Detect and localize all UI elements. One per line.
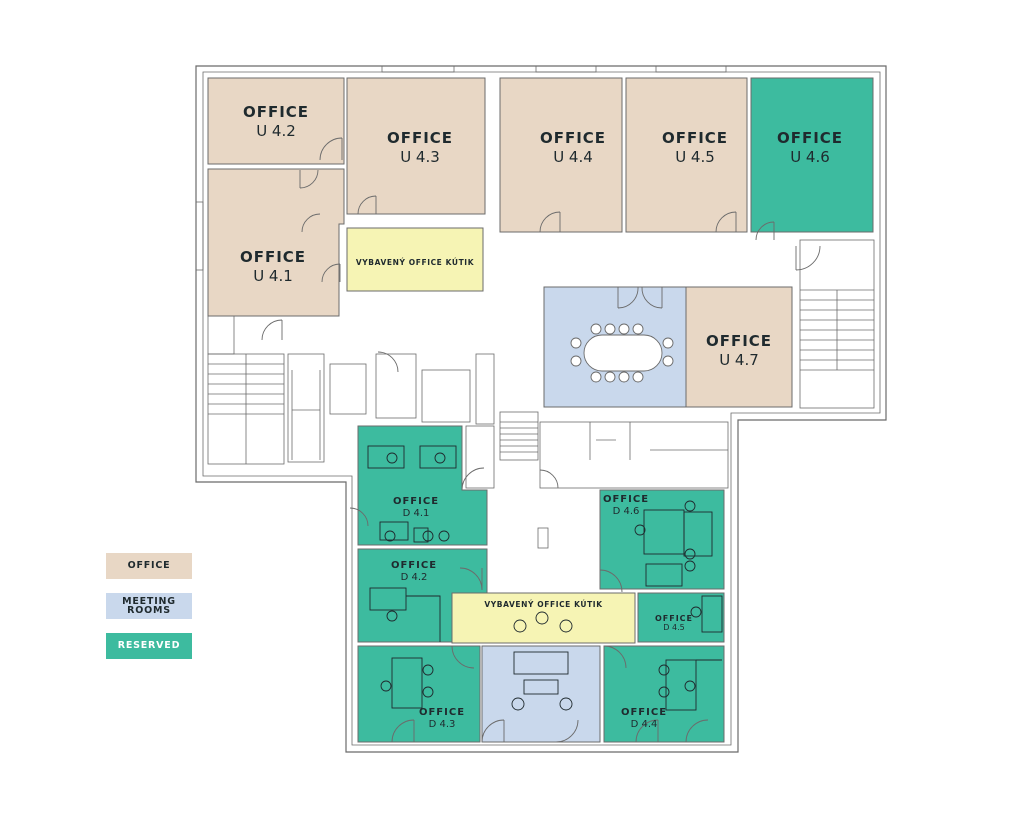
room-code: U 4.7 (719, 350, 759, 369)
label-u44: OFFICE U 4.4 (508, 130, 638, 165)
room-title: OFFICE (239, 248, 307, 266)
legend-office: OFFICE (106, 553, 192, 579)
room-title: OFFICE (661, 129, 729, 147)
legend-meeting-text-2: ROOMS (127, 605, 171, 616)
room-title: OFFICE (242, 103, 310, 121)
room-code: D 4.3 (428, 719, 456, 730)
label-d45: OFFICE D 4.5 (646, 614, 702, 633)
room-title: OFFICE (705, 332, 773, 350)
room-code: U 4.6 (790, 147, 830, 166)
room-title: OFFICE (654, 614, 694, 623)
room-d43 (357, 645, 481, 743)
stairs-right (799, 239, 875, 409)
desks (367, 445, 723, 711)
room-code: U 4.2 (256, 121, 296, 140)
kitchen-upper-label: VYBAVENÝ OFFICE KÚTIK (355, 258, 475, 267)
room-code: U 4.5 (675, 147, 715, 166)
room-code: D 4.2 (400, 572, 428, 583)
conference-table (570, 323, 674, 383)
label-d41: OFFICE D 4.1 (370, 496, 462, 519)
room-title: OFFICE (539, 129, 607, 147)
room-u44 (499, 77, 623, 233)
room-code: D 4.1 (402, 508, 430, 519)
label-u47: OFFICE U 4.7 (686, 333, 792, 368)
room-u42 (207, 77, 345, 165)
room-u46 (750, 77, 874, 233)
label-d42: OFFICE D 4.2 (368, 560, 460, 583)
building-outline (195, 65, 887, 753)
room-title: OFFICE (620, 707, 668, 718)
room-code: D 4.6 (612, 506, 640, 517)
room-d44 (603, 645, 725, 743)
legend-reserved: RESERVED (106, 633, 192, 659)
label-u45: OFFICE U 4.5 (626, 130, 764, 165)
room-code: D 4.4 (630, 719, 658, 730)
label-u43: OFFICE U 4.3 (347, 130, 493, 165)
legend-reserved-text: RESERVED (117, 640, 181, 652)
legend-meeting-text-1: MEETING (122, 595, 176, 607)
label-d44: OFFICE D 4.4 (598, 707, 690, 730)
label-u41: OFFICE U 4.1 (206, 249, 340, 284)
room-code: U 4.1 (253, 266, 293, 285)
legend-meeting: MEETING ROOMS (106, 593, 192, 619)
room-code: U 4.4 (553, 147, 593, 166)
doors (261, 137, 821, 743)
kitchen-lower-label: VYBAVENÝ OFFICE KÚTIK (484, 600, 603, 609)
room-u43 (346, 77, 486, 215)
room-title: OFFICE (418, 707, 466, 718)
label-d43: OFFICE D 4.3 (396, 707, 488, 730)
stairs-left (207, 315, 285, 465)
service-rooms (287, 353, 729, 549)
room-title: OFFICE (392, 496, 440, 507)
room-u47 (685, 286, 793, 408)
room-d46 (599, 489, 725, 590)
room-title: OFFICE (386, 129, 454, 147)
room-u41 (207, 168, 345, 317)
room-code: U 4.3 (400, 147, 440, 166)
room-d41 (357, 425, 488, 546)
label-u42: OFFICE U 4.2 (208, 104, 344, 139)
room-title: OFFICE (390, 560, 438, 571)
room-u45 (625, 77, 748, 233)
legend-office-text: OFFICE (127, 560, 171, 572)
room-title: OFFICE (776, 129, 844, 147)
room-title: OFFICE (602, 494, 650, 505)
label-d46: OFFICE D 4.6 (596, 494, 656, 517)
windows (195, 65, 727, 271)
stairs-center (499, 411, 539, 461)
room-code: D 4.5 (663, 622, 685, 632)
kitchen-upper (346, 227, 484, 292)
kitchen-lower (451, 592, 636, 644)
room-d45 (637, 592, 725, 643)
label-u46: OFFICE U 4.6 (751, 130, 869, 165)
